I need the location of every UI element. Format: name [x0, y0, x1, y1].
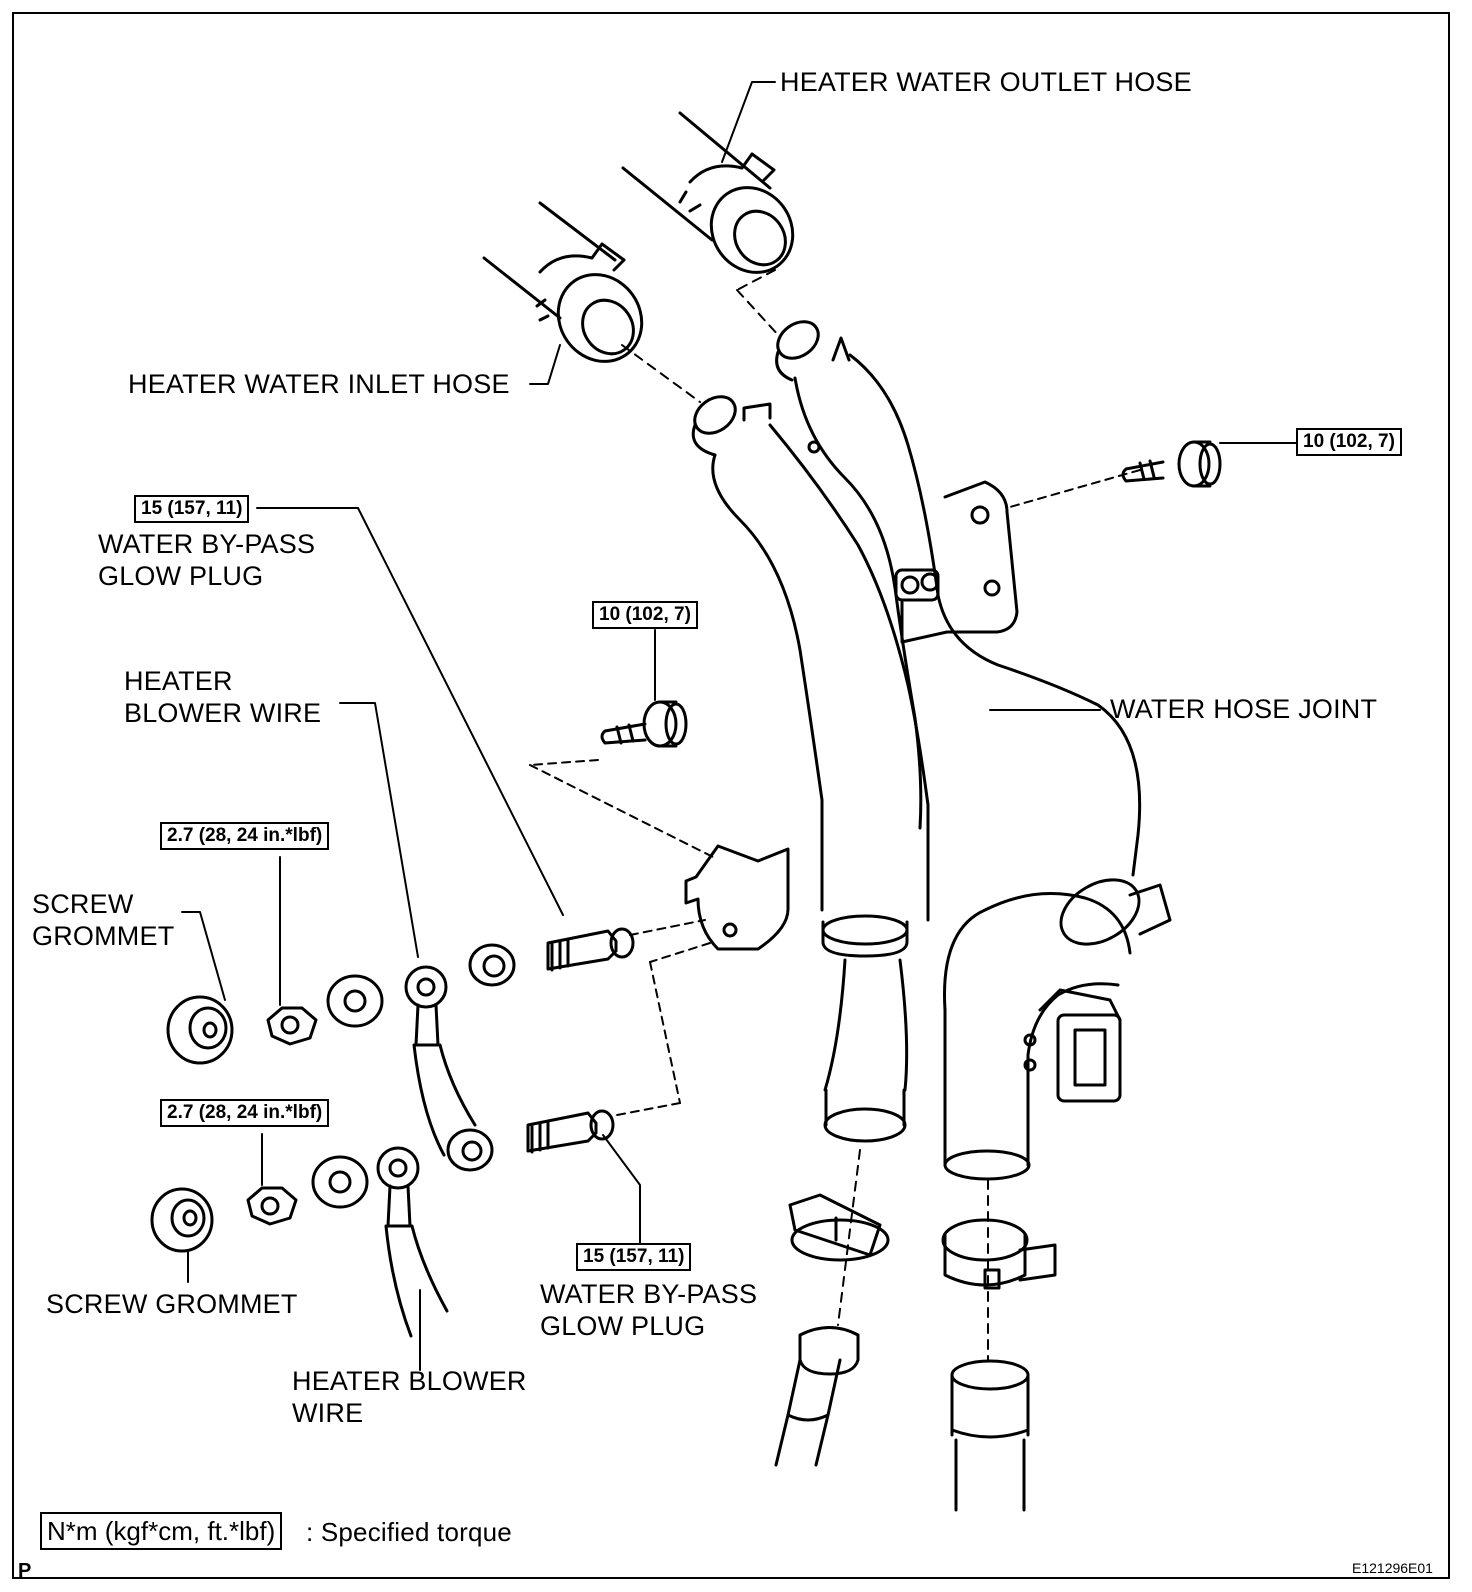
screw-grommet-upper-label-line1: SCREW: [32, 889, 134, 919]
outlet-hose-label: HEATER WATER OUTLET HOSE: [780, 67, 1192, 97]
water-hose-joint-label: WATER HOSE JOINT: [1110, 694, 1378, 724]
torque-bolt-center: 10 (102, 7): [592, 601, 698, 629]
bolt-alignment-lines: [529, 469, 1141, 1116]
figure-code: E121296E01: [1352, 1560, 1433, 1576]
corner-letter: P: [18, 1560, 32, 1582]
torque-bolt-right: 10 (102, 7): [1296, 428, 1402, 456]
hose-alignment-lines: [621, 269, 781, 403]
bypass-glow-plug-lower-label-line1: WATER BY-PASS: [540, 1279, 758, 1309]
blower-wire-upper-label-line2: BLOWER WIRE: [124, 698, 322, 728]
inlet-hose-drawing: [482, 201, 644, 363]
bypass-glow-plug-lower-label-line2: GLOW PLUG: [540, 1311, 706, 1341]
legend-text: : Specified torque: [306, 1517, 512, 1547]
screw-grommet-lower-label: SCREW GROMMET: [46, 1289, 298, 1319]
lower-alignment-lines: [837, 1149, 989, 1361]
blower-wire-lower-label-line2: WIRE: [292, 1398, 364, 1428]
screw-grommet-upper-label-line2: GROMMET: [32, 921, 175, 951]
bolt-center-drawing: [600, 700, 688, 748]
diagram-frame: [12, 12, 1450, 1579]
legend-unit-box: N*m (kgf*cm, ft.*lbf): [40, 1512, 283, 1550]
torque-nut-lower: 2.7 (28, 24 in.*lbf): [160, 1099, 330, 1127]
bypass-glow-plug-upper-label-line1: WATER BY-PASS: [98, 529, 316, 559]
torque-glow-plug-upper: 15 (157, 11): [134, 495, 250, 523]
lower-clamps-drawing: [788, 1193, 1057, 1290]
upper-glow-plug-drawing: [166, 927, 635, 1157]
blower-wire-upper-label-line1: HEATER: [124, 666, 233, 696]
torque-nut-upper: 2.7 (28, 24 in.*lbf): [160, 822, 330, 850]
outlet-hose-drawing: [621, 111, 795, 274]
water-hose-joint-drawing: [684, 320, 1172, 1181]
bypass-glow-plug-upper-label-line2: GLOW PLUG: [98, 561, 264, 591]
bolt-right-drawing: [1121, 440, 1222, 488]
inlet-hose-label: HEATER WATER INLET HOSE: [128, 369, 510, 399]
lower-hoses-drawing: [774, 1326, 1030, 1512]
torque-glow-plug-lower: 15 (157, 11): [576, 1243, 692, 1271]
lower-glow-plug-drawing: [150, 1109, 615, 1338]
blower-wire-lower-label-line1: HEATER BLOWER: [292, 1366, 527, 1396]
leader-lines: [181, 81, 1299, 1371]
